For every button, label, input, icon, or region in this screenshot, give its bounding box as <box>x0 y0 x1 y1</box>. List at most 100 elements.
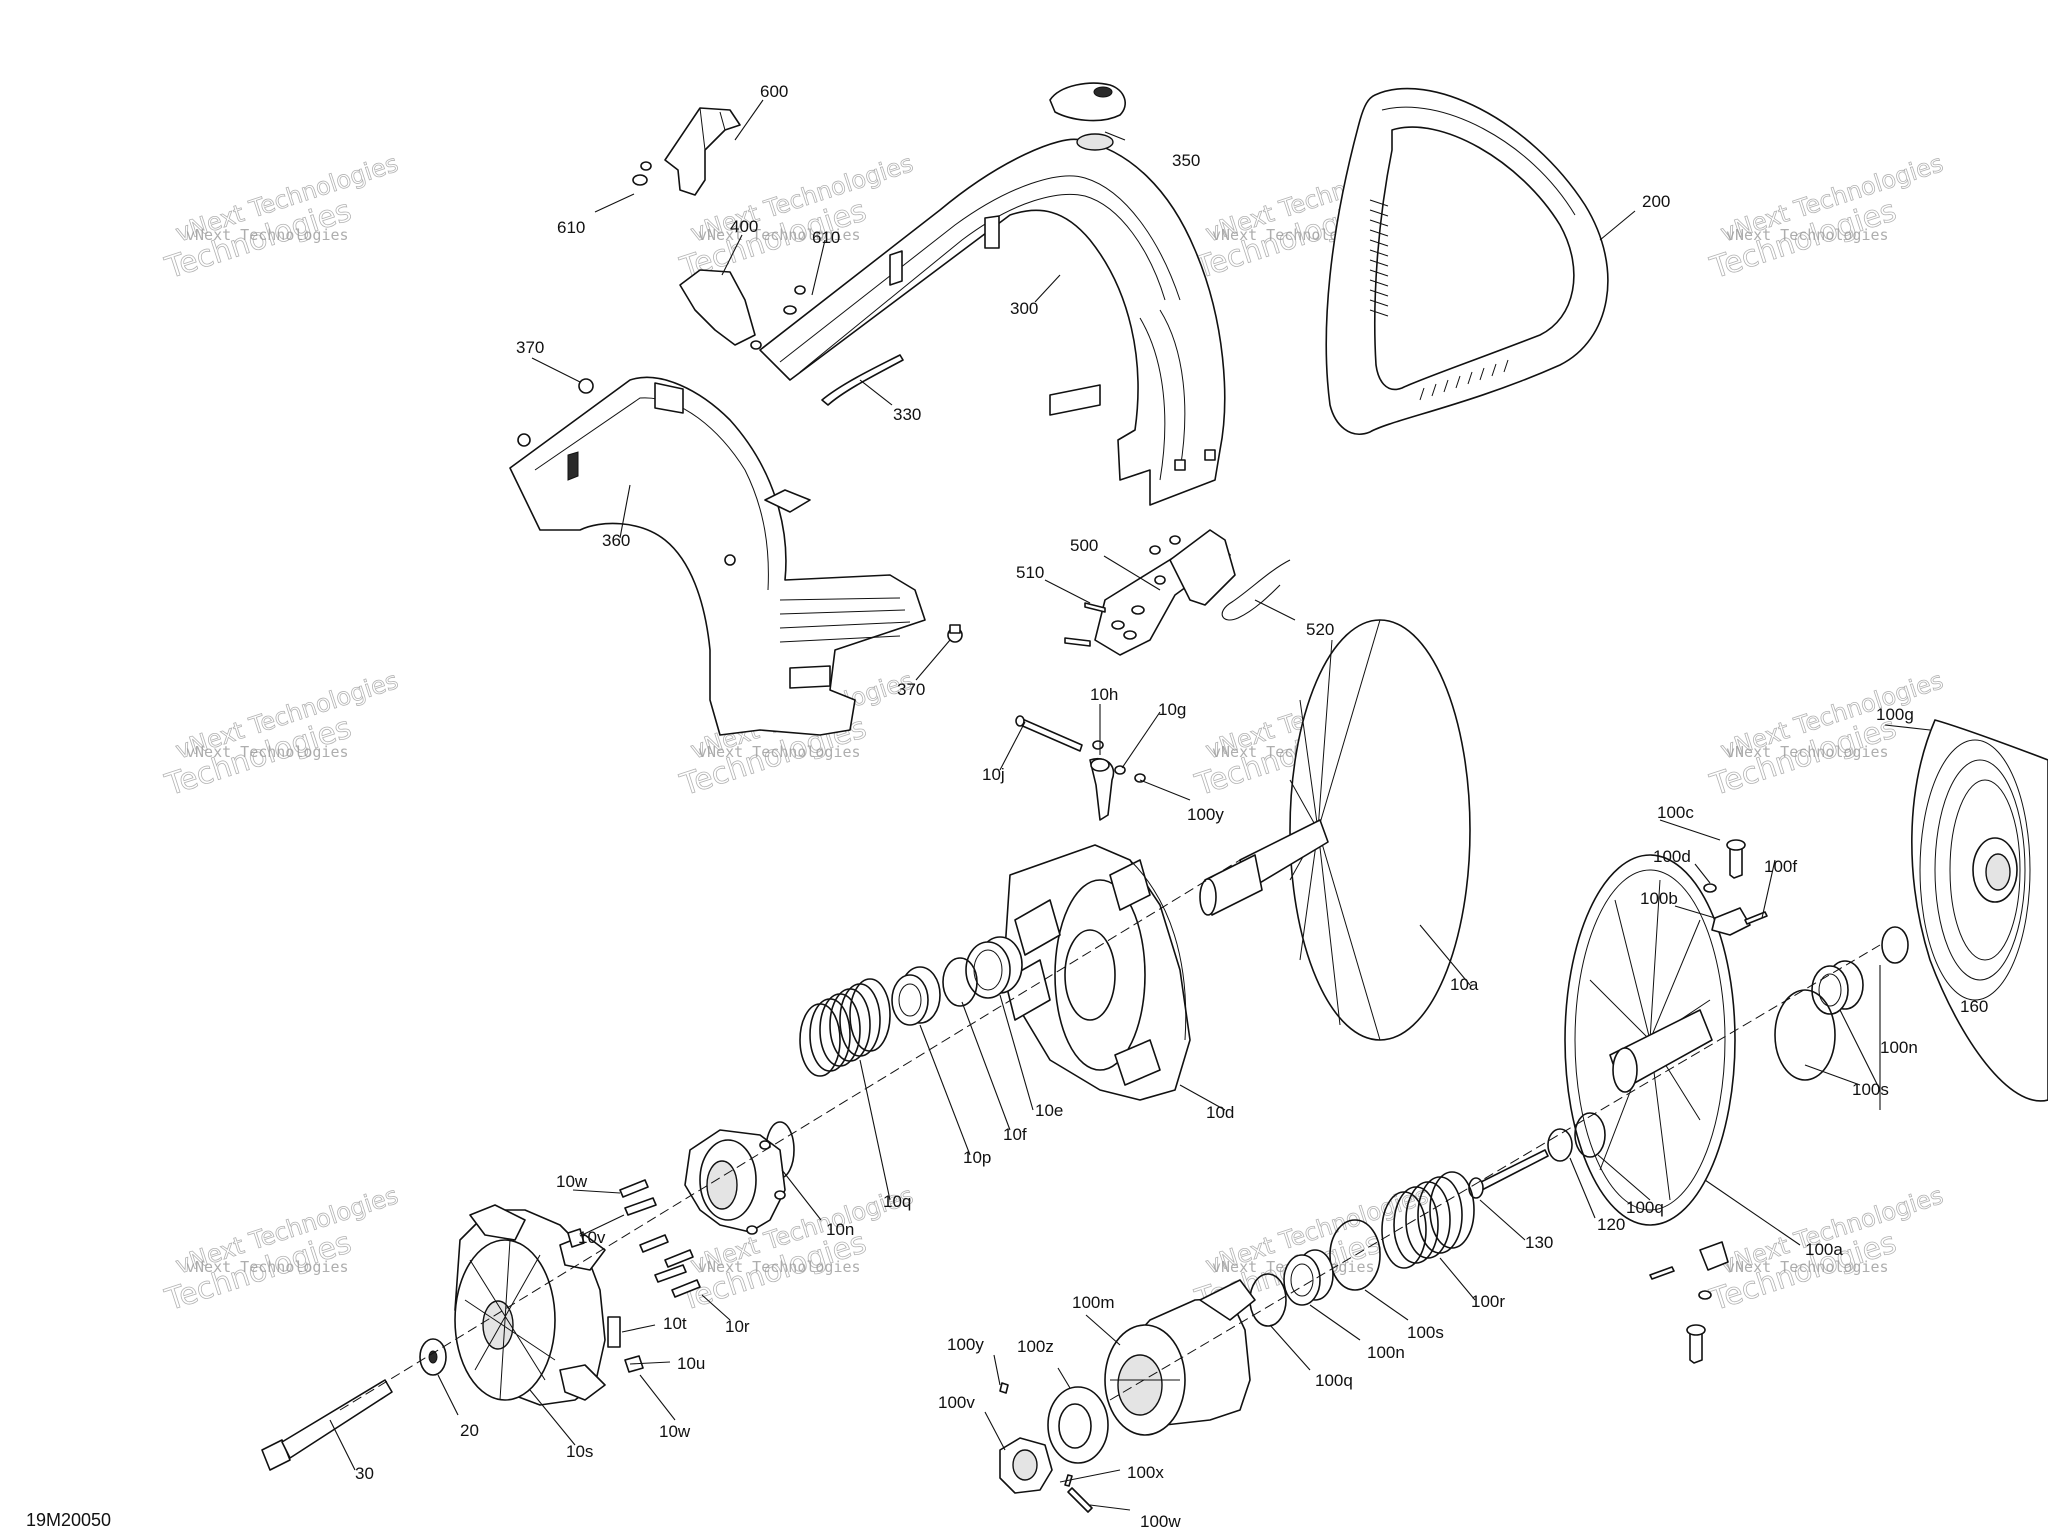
callout-10r: 10r <box>725 1317 750 1336</box>
bracket-400 <box>679 269 756 346</box>
bracket-600 <box>664 107 741 196</box>
callout-360: 360 <box>602 531 630 550</box>
spring-100r <box>1381 1171 1475 1269</box>
rollers-10t-10u <box>567 1228 644 1373</box>
bolt-30 <box>261 1379 393 1471</box>
callout-610: 610 <box>812 228 840 247</box>
callout-100n: 100n <box>1367 1343 1405 1362</box>
callout-10h: 10h <box>1090 685 1118 704</box>
cam-100m <box>1104 1279 1256 1436</box>
washer-100z <box>1047 1386 1109 1464</box>
pins-100f <box>1649 911 1768 1280</box>
callout-10p: 10p <box>963 1148 991 1167</box>
nut-100v <box>999 1437 1053 1494</box>
callout-520: 520 <box>1306 620 1334 639</box>
callout-330: 330 <box>893 405 921 424</box>
callout-30: 30 <box>355 1464 374 1483</box>
callout-10f: 10f <box>1003 1125 1027 1144</box>
watermark: vNext Technologies <box>186 226 349 244</box>
watermark: vNext Technologies <box>698 743 861 761</box>
callout-370: 370 <box>897 680 925 699</box>
clip-left <box>517 433 531 447</box>
callout-100q: 100q <box>1315 1371 1353 1390</box>
fixed-sheave-10a <box>1199 619 1471 1041</box>
callout-10w: 10w <box>659 1422 691 1441</box>
ring-160 <box>1881 926 1909 964</box>
screws-100y-100w <box>999 1382 1093 1513</box>
bushing-100n-right <box>1811 960 1864 1015</box>
callout-10d: 10d <box>1206 1103 1234 1122</box>
callout-10w: 10w <box>556 1172 588 1191</box>
ring-10f <box>942 957 978 1007</box>
watermark: vNext Technologies <box>698 1258 861 1276</box>
clip-370-upper <box>578 378 594 394</box>
callout-100m: 100m <box>1072 1293 1115 1312</box>
callout-100v: 100v <box>938 1393 975 1412</box>
belt-guard-lower <box>509 376 926 736</box>
callout-350: 350 <box>1172 151 1200 170</box>
callout-370: 370 <box>516 338 544 357</box>
callout-300: 300 <box>1010 299 1038 318</box>
nut-610-upper <box>632 161 652 186</box>
screw-100c <box>1686 839 1746 1364</box>
callout-10v: 10v <box>578 1228 606 1247</box>
ring-100s-right <box>1774 989 1836 1081</box>
watermark: vNext Technologies <box>698 226 861 244</box>
callout-10u: 10u <box>677 1354 705 1373</box>
axis-lines <box>339 859 1881 1411</box>
callout-610: 610 <box>557 218 585 237</box>
callout-120: 120 <box>1597 1215 1625 1234</box>
callout-10g: 10g <box>1158 700 1186 719</box>
callout-10q: 10q <box>883 1192 911 1211</box>
bolt-130 <box>1468 1149 1549 1199</box>
callout-100x: 100x <box>1127 1463 1164 1482</box>
callout-10s: 10s <box>566 1442 593 1461</box>
bracket-500 <box>1094 529 1236 656</box>
callout-100d: 100d <box>1653 847 1691 866</box>
movable-sheave-10d <box>1004 844 1191 1101</box>
callout-100q: 100q <box>1626 1198 1664 1217</box>
watermark: vNext Technologies <box>1726 1258 1889 1276</box>
callout-500: 500 <box>1070 536 1098 555</box>
callout-100f: 100f <box>1764 857 1797 876</box>
callout-100r: 100r <box>1471 1292 1505 1311</box>
callout-100y: 100y <box>1187 805 1224 824</box>
bolts-610 <box>750 285 806 350</box>
movable-sheave-100a <box>1564 854 1736 1226</box>
diagram-code: 19M20050 <box>26 1510 112 1530</box>
callout-130: 130 <box>1525 1233 1553 1252</box>
cap-350 <box>1049 82 1126 122</box>
watermark: vNext Technologies <box>1726 743 1889 761</box>
spring-cup-10p <box>891 966 941 1026</box>
callout-100c: 100c <box>1657 803 1694 822</box>
watermark: vNext Technologies <box>1726 226 1889 244</box>
leader-lines <box>329 99 1931 1511</box>
callout-10a: 10a <box>1450 975 1479 994</box>
spider-10r <box>684 1129 786 1235</box>
belt-guard-upper <box>759 133 1226 506</box>
callout-100w: 100w <box>1140 1512 1181 1531</box>
callout-10t: 10t <box>663 1314 687 1333</box>
spring-10q <box>799 978 891 1077</box>
bolts-510 <box>1064 602 1106 647</box>
clip-370-lower <box>947 624 963 643</box>
callout-20: 20 <box>460 1421 479 1440</box>
callout-100b: 100b <box>1640 889 1678 908</box>
callout-100s: 100s <box>1852 1080 1889 1099</box>
callout-100a: 100a <box>1805 1240 1843 1259</box>
watermark: vNext Technologies <box>186 743 349 761</box>
callout-10j: 10j <box>982 765 1005 784</box>
pins-10w <box>619 1179 701 1298</box>
fixed-sheave-100g <box>1911 719 2048 1102</box>
cover-10s <box>454 1204 606 1406</box>
callout-200: 200 <box>1642 192 1670 211</box>
ring-100s-left <box>1329 1219 1381 1291</box>
callout-160: 160 <box>1960 997 1988 1016</box>
callout-100y: 100y <box>947 1335 984 1354</box>
callout-400: 400 <box>730 217 758 236</box>
belt-cogs <box>1369 199 1509 401</box>
callout-600: 600 <box>760 82 788 101</box>
washer-120 <box>1547 1112 1606 1162</box>
callouts: 600 610 350 200 400 610 300 370 330 360 … <box>355 82 1988 1531</box>
